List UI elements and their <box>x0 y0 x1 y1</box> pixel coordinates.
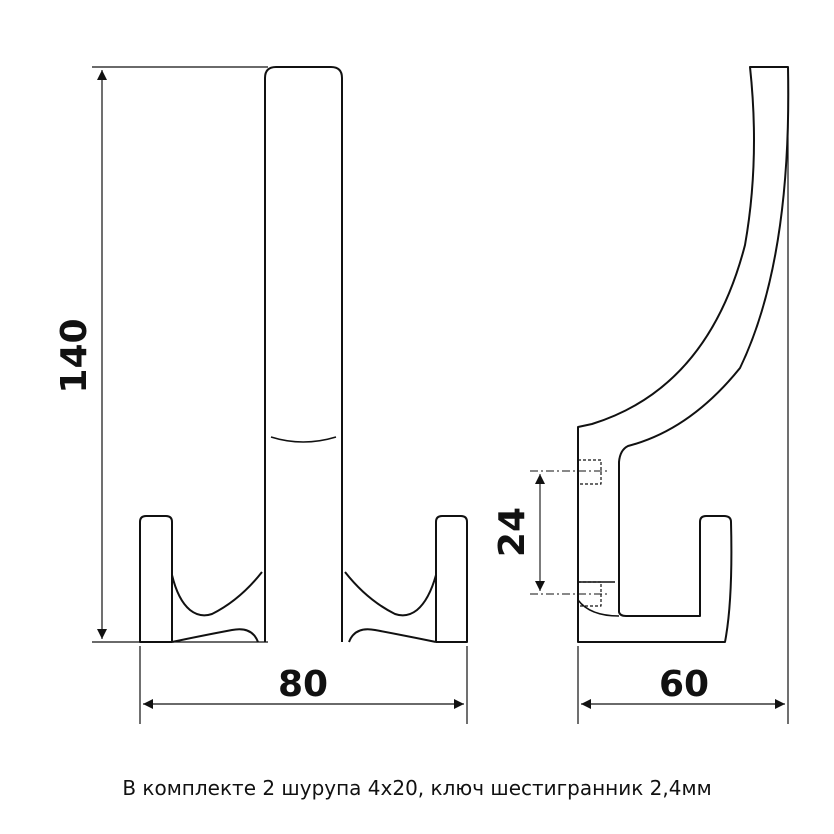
side-hook-body <box>577 66 790 643</box>
front-plate <box>264 66 343 642</box>
front-left-arm-bottom <box>171 628 259 643</box>
dimension-width-label: 80 <box>278 664 328 705</box>
dimension-screw-spacing <box>530 470 610 595</box>
front-left-arm <box>171 571 263 617</box>
dimension-height <box>92 66 268 643</box>
side-base-line <box>577 599 620 617</box>
front-left-prong <box>139 515 173 643</box>
side-screw-hole-top <box>578 459 602 485</box>
dimension-width <box>139 646 468 724</box>
kit-contents-caption: В комплекте 2 шурупа 4х20, ключ шестигра… <box>122 776 712 800</box>
dimension-height-label: 140 <box>54 318 95 393</box>
front-bend-line <box>270 436 337 443</box>
dimension-screw-spacing-label: 24 <box>492 507 533 557</box>
front-view <box>139 66 468 643</box>
side-view <box>577 66 790 643</box>
front-right-prong <box>435 515 468 643</box>
dimension-depth <box>577 70 789 724</box>
front-right-arm-bottom <box>348 628 437 643</box>
dimension-depth-label: 60 <box>659 664 709 705</box>
front-right-arm <box>344 571 437 617</box>
